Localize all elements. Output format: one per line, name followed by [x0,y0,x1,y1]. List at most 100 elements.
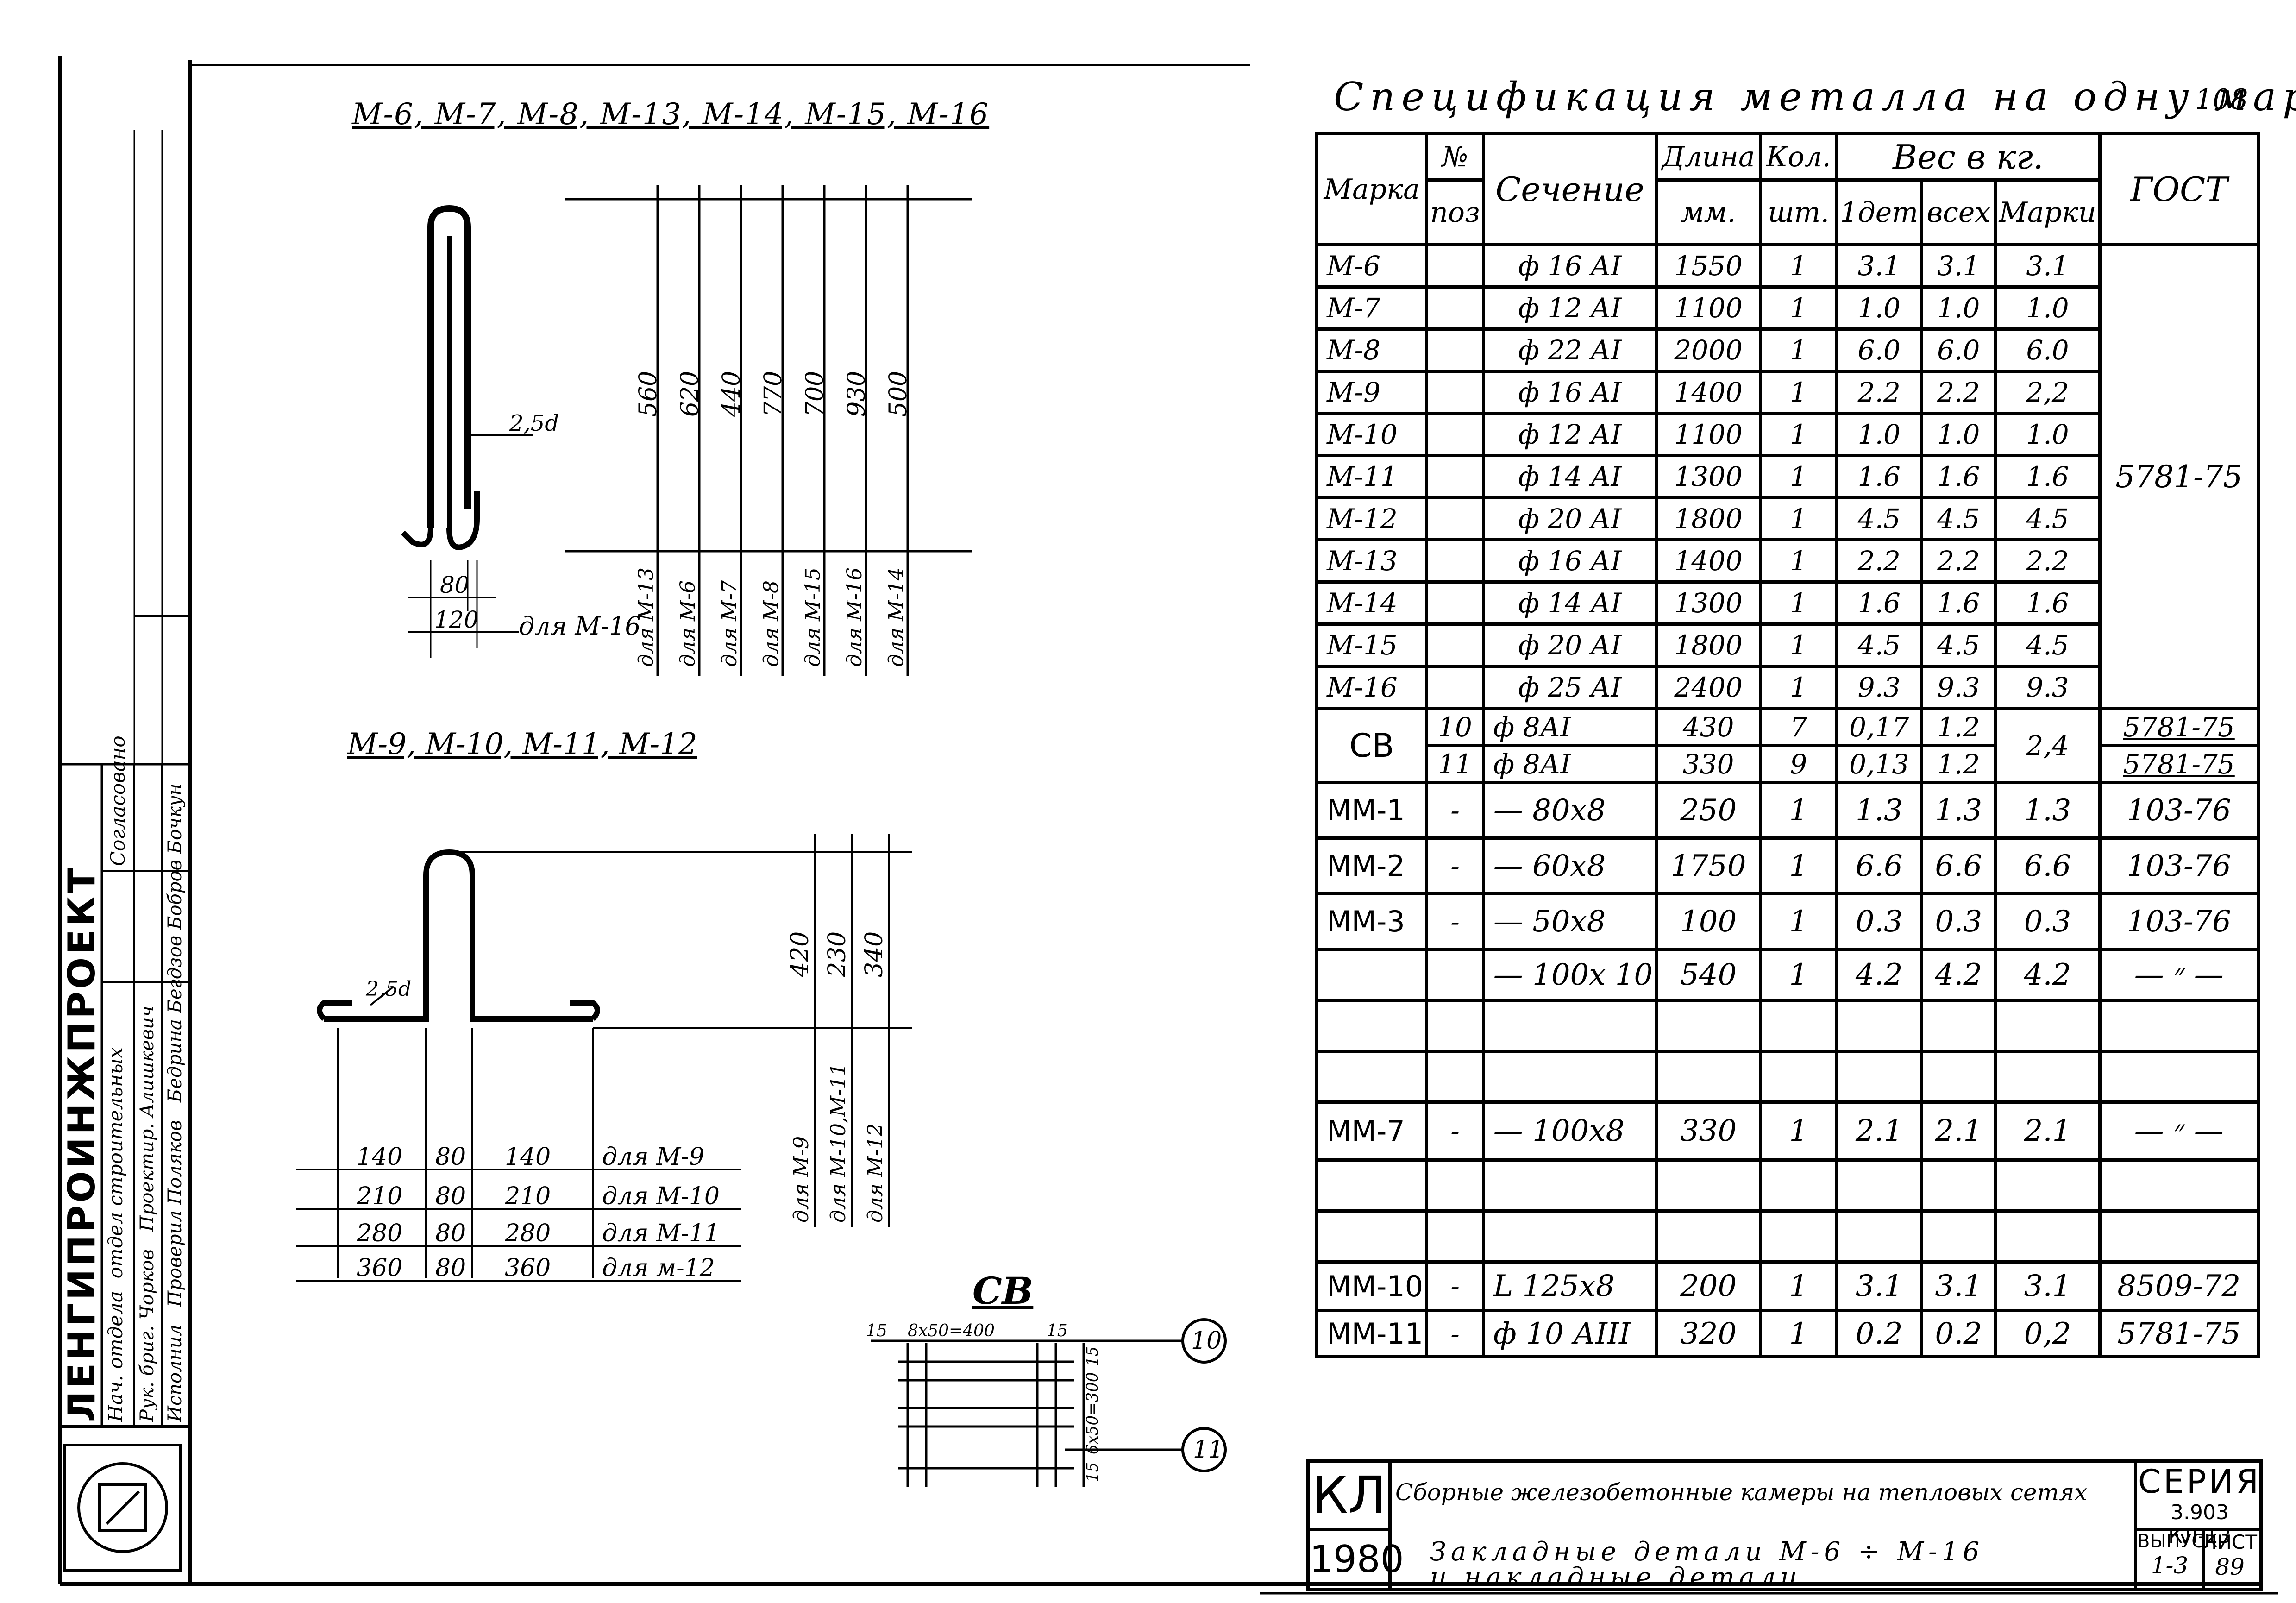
tb-year: 1980 [1310,1531,1404,1588]
h-930: 930 [843,371,871,417]
cell-section: ф 14 АI [1481,454,1658,499]
diagram3: 15 8х50=400 15 15 6х50=300 15 10 11 [866,1318,1227,1487]
stamp-extra-3: Бобров [164,860,186,930]
cell-w1: 0.3 [1835,892,1924,951]
cell-pos: - [1425,1309,1485,1358]
stamp-col-2: Рук. бриг. Чорков Проектир. Алишкевич [137,773,162,1422]
row3-note: для М-11 [602,1220,720,1247]
cell-wmark [1994,1050,2102,1104]
tb-sheet-box: ЛИСТ 89 [2202,1531,2258,1588]
cell-qty: 1 [1759,1309,1838,1358]
tb-name: Сборные железобетонные камеры на тепловы… [1395,1479,2088,1506]
cell-gost-m: 5781-75 [2098,243,2260,710]
cell-mark [1315,1209,1429,1264]
tb-issue-value: 1-3 [2151,1552,2189,1579]
cell-wall: 4.2 [1920,948,1997,1002]
cell-wall: 6.6 [1920,836,1997,895]
row2-c: 210 [504,1182,551,1210]
cell-gost: 103-76 [2098,836,2260,895]
cell-gost: 103-76 [2098,892,2260,951]
cell-mark: М-15 [1315,622,1429,668]
logo [63,1444,182,1572]
dim-note-m16: для М-16 [519,611,641,641]
cell-length: 1300 [1655,454,1763,499]
cell-length: 250 [1655,781,1763,840]
cell-length: 2000 [1655,327,1763,373]
cell-gost [2098,999,2260,1053]
cell-qty: 1 [1759,454,1838,499]
cell-section: ф 16 АI [1481,370,1658,415]
cell-wall: 1.0 [1920,412,1997,457]
cell-wall: 6.0 [1920,327,1997,373]
cell-pos [1425,665,1485,710]
h-label-m14: для М-14 [885,567,908,667]
cell-section: ф 25 АI [1481,665,1658,710]
cell-pos [1425,622,1485,668]
dim-120: 120 [434,606,478,633]
cell-pos [1425,454,1485,499]
cell-mark: М-10 [1315,412,1429,457]
cell-mark [1315,1158,1429,1213]
callout-11-label: 11 [1193,1436,1223,1464]
tb-series-label: СЕРИЯ [2138,1463,2262,1501]
cell-wmark: 4.2 [1994,948,2102,1002]
cell-wall [1920,999,1997,1053]
cell-wall: 1.2 [1920,707,1997,747]
cell-wmark: 1.6 [1994,454,2102,499]
cell-qty: 1 [1759,1100,1838,1162]
cell-wmark: 1.6 [1994,580,2102,626]
cell-pos: - [1425,892,1485,951]
cell-pos [1425,580,1485,626]
cell-qty: 1 [1759,285,1838,331]
cell-wmark-cb: 2,4 [1994,707,2102,784]
cell-section: — 80х8 [1481,781,1658,840]
cell-qty: 1 [1759,781,1838,840]
d2-h-340: 340 [860,931,888,977]
stamp-name-4: Чорков [137,1249,158,1320]
stamp-role-4: Рук. бриг. [137,1325,158,1422]
h-label-m15: для М-15 [801,567,825,667]
cell-wmark [1994,1209,2102,1264]
cell-wmark: 6.0 [1994,327,2102,373]
cell-wmark: 3.1 [1994,1260,2102,1312]
h-620: 620 [676,371,704,417]
cell-wall: 1.6 [1920,580,1997,626]
cell-wall: 1.3 [1920,781,1997,840]
hdr-wmark: Марки [1994,178,2102,246]
cell-pos: - [1425,836,1485,895]
stamp-dept: отдел строительных [104,1047,127,1279]
stamp-agreed: Согласовано [107,681,134,866]
cell-gost: 5781-75 [2098,744,2260,784]
cell-qty [1759,1050,1838,1104]
spec-row-2 [1315,1209,2260,1264]
cell-section [1481,1209,1658,1264]
callout-10 [1181,1318,1227,1364]
row4-note: для м-12 [602,1254,715,1282]
h-label-m16: для М-16 [843,567,866,667]
cell-section: ф 20 АI [1481,496,1658,541]
cell-length: 330 [1655,1100,1763,1162]
stamp-col-3: Исполнил Проверил Поляков Бедрина Бегдзо… [164,773,190,1422]
cb-side-15b: 15 [1083,1462,1102,1482]
cell-section: — 60х8 [1481,836,1658,895]
cell-gost [2098,1158,2260,1213]
stamp-extra-2: Бегдзов [164,935,186,1013]
cell-wmark: 1.0 [1994,285,2102,331]
cell-section: ф 8АI [1481,707,1658,747]
tb-sheet-value: 89 [2215,1553,2245,1580]
cell-w1: 9.3 [1835,665,1924,710]
diagram1-title: М-6, М-7, М-8, М-13, М-14, М-15, М-16 [352,97,990,132]
cell-wall: 0.2 [1920,1309,1997,1358]
cell-length [1655,999,1763,1053]
cell-w1: 2.2 [1835,370,1924,415]
cell-mark: М-12 [1315,496,1429,541]
cell-qty: 1 [1759,538,1838,584]
